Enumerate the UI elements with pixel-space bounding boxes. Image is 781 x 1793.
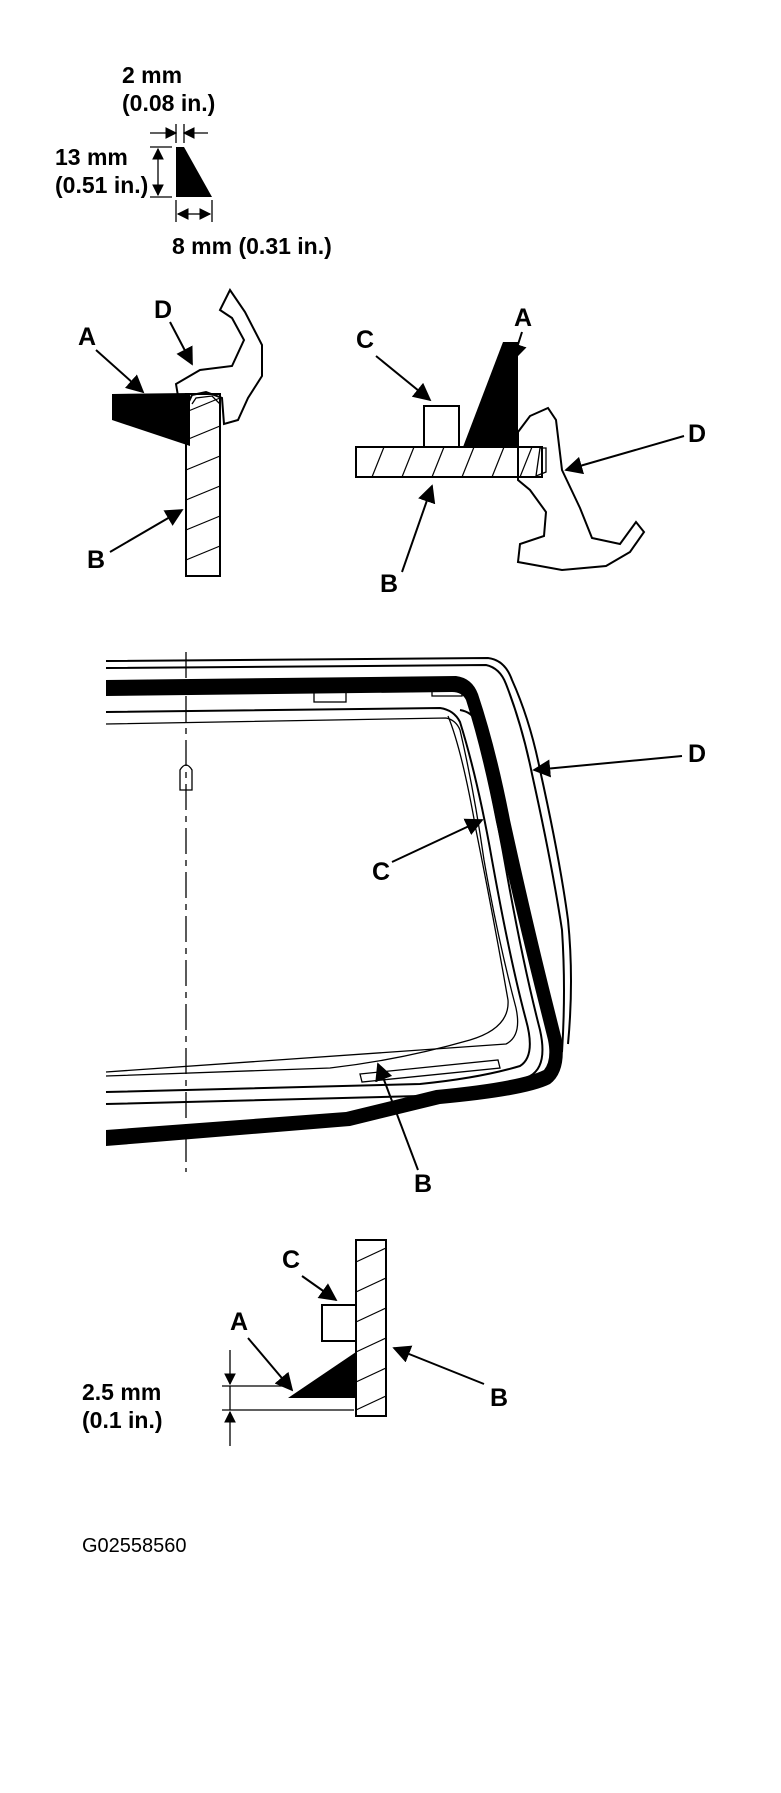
callout-label-c: C [282,1246,300,1274]
callout-label-d: D [154,296,172,324]
clip-c-section [423,405,460,448]
spacer-a-section-2 [463,342,518,447]
gap-dimension-inches: (0.1 in.) [82,1407,163,1433]
clip-c-line [105,717,519,1073]
callout-label-d: D [688,420,706,448]
callout-label-d: D [688,740,706,768]
top-width-dimension: 2 mm [122,62,182,88]
callout-label-a: A [230,1308,248,1336]
spacer-a-section [112,393,190,446]
gap-dimension: 2.5 mm [82,1379,161,1405]
height-dimension-inches: (0.51 in.) [55,172,148,198]
horizontal-glass-section-view: A C D B [355,304,706,598]
spacer-gap-detail: 2.5 mm (0.1 in.) C A B [82,1239,508,1446]
spacer-profile [176,147,212,197]
callout-label-a: A [78,323,96,351]
molding-d-section-2 [516,406,646,572]
clip-c-detail [321,1304,357,1342]
spacer-dimension-detail: 2 mm (0.08 in.) 13 mm (0.51 in.) 8 mm (0… [55,62,332,259]
black-rubber-seal [106,676,563,1146]
callout-label-c: C [356,326,374,354]
figure-code: G02558560 [82,1535,187,1557]
molding-d-outline [105,656,572,1053]
molding-d-section [174,288,263,426]
base-dimension: 8 mm (0.31 in.) [172,233,332,259]
callout-label-c: C [372,858,390,886]
vertical-glass-section-view: A D B [78,288,263,577]
height-dimension: 13 mm [55,144,128,170]
callout-label-b: B [490,1384,508,1412]
callout-label-a: A [514,304,532,332]
top-width-dimension-inches: (0.08 in.) [122,90,215,116]
spacer-a-detail [288,1352,356,1398]
callout-label-b: B [380,570,398,598]
windshield-overview: D C B [105,652,706,1198]
callout-label-b: B [414,1170,432,1198]
callout-label-b: B [87,546,105,574]
